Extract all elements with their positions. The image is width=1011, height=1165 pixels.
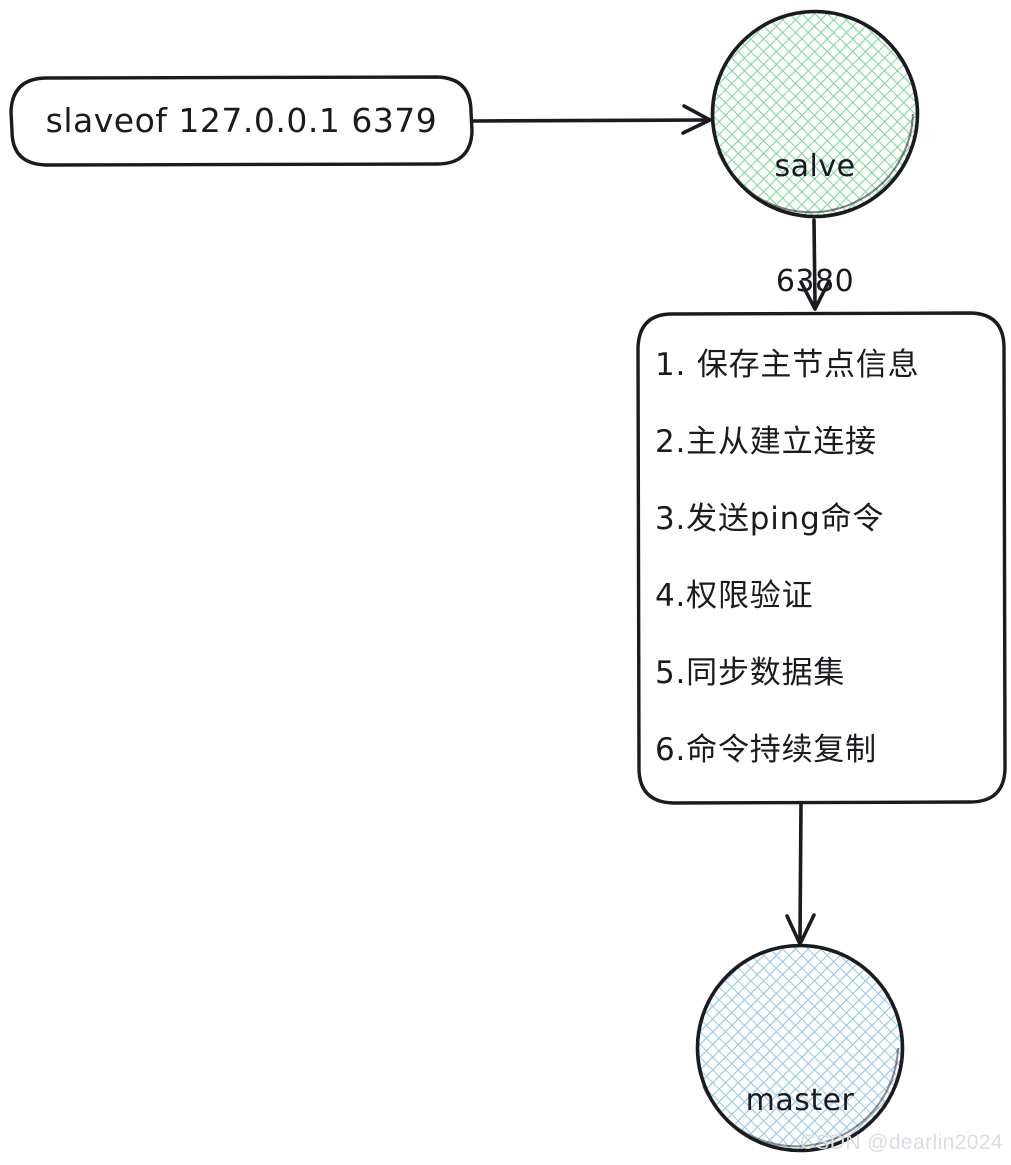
list-item: 1. 保存主节点信息 bbox=[655, 347, 920, 383]
list-item: 2.主从建立连接 bbox=[655, 424, 877, 460]
arrow-steps-to-master bbox=[785, 802, 816, 946]
steps-list: 1. 保存主节点信息 2.主从建立连接 3.发送ping命令 4.权限验证 5.… bbox=[655, 335, 1000, 797]
arrow-slave-to-steps bbox=[799, 218, 831, 311]
list-item: 3.发送ping命令 bbox=[655, 501, 885, 537]
slave-circle-shape[interactable] bbox=[710, 9, 920, 219]
master-circle-shape[interactable] bbox=[695, 943, 905, 1153]
steps-box-shape[interactable] bbox=[636, 311, 1007, 805]
list-item: 6.命令持续复制 bbox=[655, 732, 877, 768]
list-item: 5.同步数据集 bbox=[655, 655, 846, 691]
arrow-command-to-slave bbox=[472, 104, 712, 135]
command-box-shape[interactable] bbox=[9, 75, 474, 167]
watermark: CSDN @dearlin2024 bbox=[799, 1131, 1003, 1154]
list-item: 4.权限验证 bbox=[655, 578, 814, 614]
